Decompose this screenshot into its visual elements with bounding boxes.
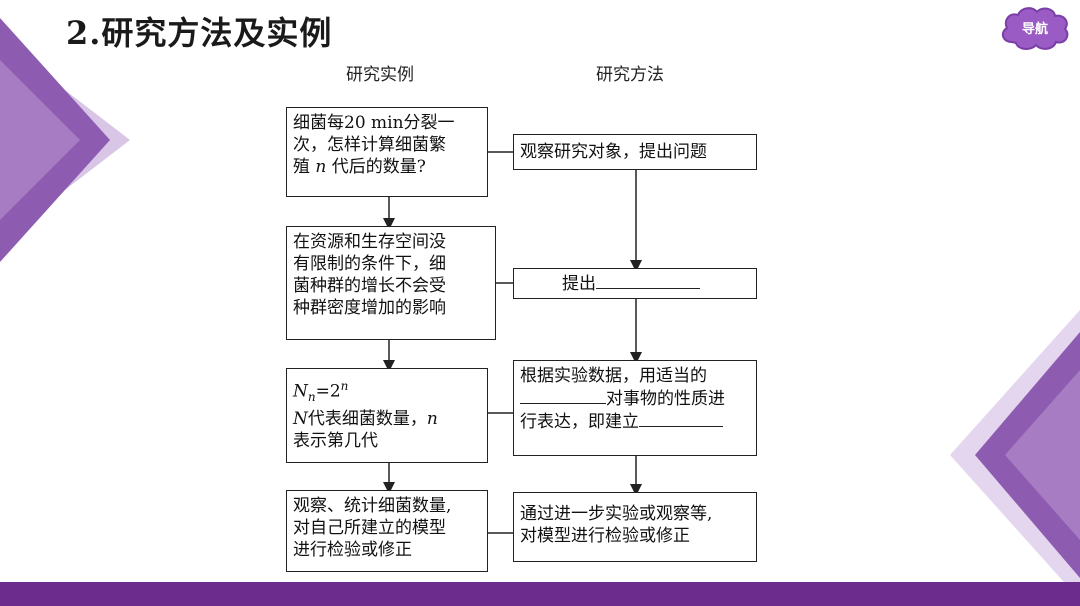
page-title: 2.研究方法及实例: [66, 14, 333, 52]
example-1-line-1: 细菌每20 min分裂一: [293, 113, 455, 133]
example-box-4: 观察、统计细菌数量, 对自己所建立的模型 进行检验或修正: [286, 490, 488, 572]
nav-button[interactable]: 导航: [998, 4, 1072, 54]
example-3-line-2: N代表细菌数量，n: [293, 408, 481, 430]
method-3-text-c: 行表达，即建立: [520, 412, 639, 432]
formula-sub-n: n: [307, 390, 316, 405]
method-4-line-2: 对模型进行检验或修正: [520, 526, 690, 546]
example-box-1: 细菌每20 min分裂一 次，怎样计算细菌繁 殖 n 代后的数量?: [286, 107, 488, 197]
example-2-line-3: 菌种群的增长不会受: [293, 276, 446, 296]
example-2-line-4: 种群密度增加的影响: [293, 298, 446, 318]
example-1-line-2: 次，怎样计算细菌繁: [293, 135, 446, 155]
example-2-line-1: 在资源和生存空间没: [293, 232, 446, 252]
method-1-line-1: 观察研究对象，提出问题: [520, 142, 707, 162]
example-3-line-3: 表示第几代: [293, 431, 378, 452]
method-2-text: 提出: [562, 274, 596, 294]
formula-N: N: [293, 381, 308, 402]
example-1-text-b: 代后的数量?: [331, 157, 426, 177]
footer-bar: [0, 582, 1080, 606]
example-3-formula: Nn=2n: [293, 375, 481, 408]
method-3-line-3: 行表达，即建立: [520, 410, 750, 433]
formula-eq-2: =2: [315, 381, 341, 402]
example-1-var-n: n: [315, 157, 327, 177]
blank-1: [596, 272, 700, 289]
method-3-line-2: 对事物的性质进: [520, 387, 750, 410]
header-methods: 研究方法: [596, 65, 664, 85]
method-4-line-1: 通过进一步实验或观察等,: [520, 504, 713, 524]
var-N: N: [293, 409, 308, 430]
method-box-2: 提出: [513, 268, 757, 299]
example-box-3: Nn=2n N代表细菌数量，n 表示第几代: [286, 368, 488, 463]
var-n: n: [426, 409, 438, 430]
example-2-line-2: 有限制的条件下，细: [293, 254, 446, 274]
example-4-line-2: 对自己所建立的模型: [293, 518, 446, 538]
example-box-2: 在资源和生存空间没 有限制的条件下，细 菌种群的增长不会受 种群密度增加的影响: [286, 226, 496, 340]
example-4-line-1: 观察、统计细菌数量,: [293, 496, 452, 516]
blank-3: [639, 410, 723, 427]
method-box-1: 观察研究对象，提出问题: [513, 134, 757, 170]
blank-2: [520, 387, 606, 404]
cloud-icon: [1001, 7, 1069, 50]
header-examples: 研究实例: [346, 65, 414, 85]
nav-label: 导航: [1021, 22, 1048, 37]
method-box-4: 通过进一步实验或观察等, 对模型进行检验或修正: [513, 492, 757, 562]
method-2-line-1: 提出: [562, 272, 750, 295]
method-3-text-b: 对事物的性质进: [606, 389, 725, 409]
method-box-3: 根据实验数据，用适当的 对事物的性质进 行表达，即建立: [513, 360, 757, 456]
example-1-text-a: 殖: [293, 157, 310, 177]
example-1-line-3: 殖 n 代后的数量?: [293, 156, 481, 178]
formula-sup-n: n: [340, 379, 349, 393]
method-3-line-1: 根据实验数据，用适当的: [520, 366, 707, 386]
example-4-line-3: 进行检验或修正: [293, 540, 412, 560]
example-3-text-a: 代表细菌数量，: [307, 409, 427, 430]
